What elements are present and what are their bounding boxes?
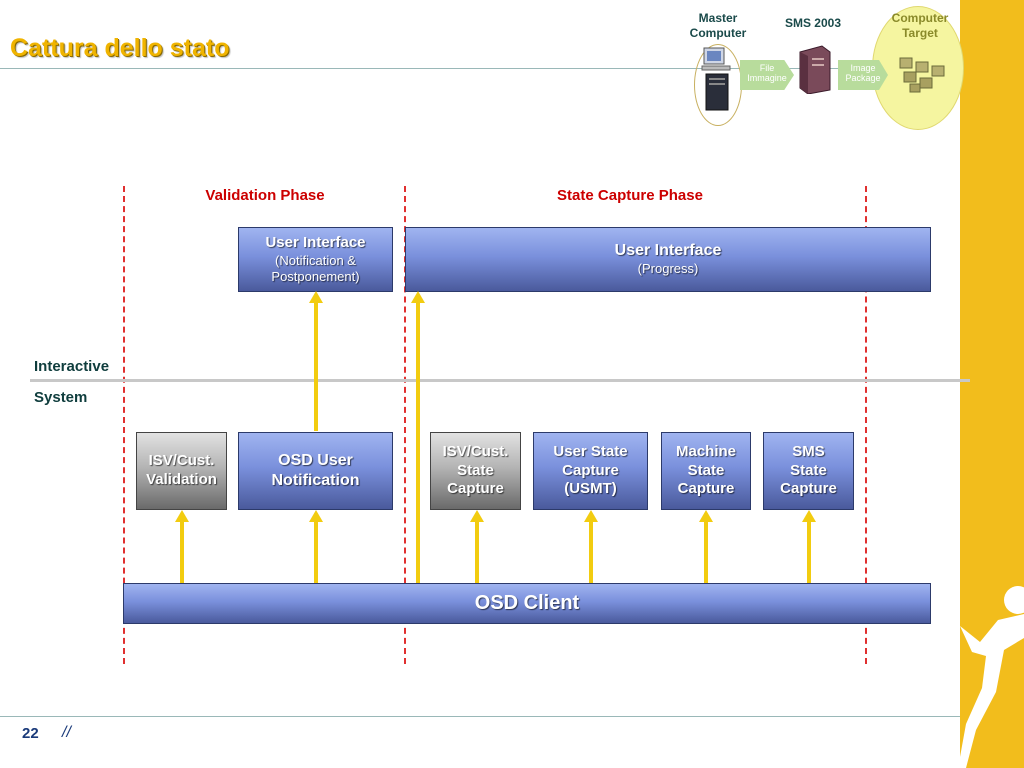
arrow-client-to-isv-state-capture <box>470 510 484 583</box>
isv-state-capture-box: ISV/Cust. State Capture <box>430 432 521 510</box>
arrow-osd-notification-to-ui <box>309 291 323 431</box>
master-computer-label: Master Computer <box>689 11 747 40</box>
system-layer-label: System <box>34 389 88 406</box>
user-state-capture-label: User State Capture (USMT) <box>553 442 628 498</box>
state-capture-phase-label: State Capture Phase <box>557 187 703 204</box>
arrow-client-to-isv-validation <box>175 510 189 583</box>
osd-client-label: OSD Client <box>474 592 580 614</box>
ui-progress-title: User Interface <box>614 242 722 260</box>
osd-client-box: OSD Client <box>123 583 931 624</box>
arrow-client-to-machine-state-capture <box>699 510 713 583</box>
user-interface-progress-box: User Interface (Progress) <box>405 227 931 292</box>
page-number: 22 <box>22 725 39 742</box>
isv-validation-box: ISV/Cust. Validation <box>136 432 227 510</box>
master-computer-icon <box>701 47 731 111</box>
machine-state-capture-box: Machine State Capture <box>661 432 751 510</box>
user-state-capture-box: User State Capture (USMT) <box>533 432 648 510</box>
file-image-chevron: File Immagine <box>740 60 794 90</box>
slide-title: Cattura dello stato <box>10 34 230 62</box>
runner-figure-icon <box>958 586 1024 768</box>
validation-phase-label: Validation Phase <box>205 187 325 204</box>
interactive-layer-label: Interactive <box>34 358 110 375</box>
ui-progress-subtitle: (Progress) <box>637 261 699 277</box>
footer-divider <box>0 716 960 717</box>
isv-state-capture-label: ISV/Cust. State Capture <box>442 442 509 498</box>
sms-state-capture-box: SMS State Capture <box>763 432 854 510</box>
target-computers-icon <box>899 57 945 93</box>
arrow-client-to-user-state-capture <box>584 510 598 583</box>
image-package-chevron: Image Package <box>838 60 888 90</box>
footer-mark: // <box>62 724 71 741</box>
arrow-client-to-osd-notification <box>309 510 323 583</box>
arrow-osd-client-to-ui-progress <box>411 291 425 583</box>
sms-server-icon <box>799 45 831 94</box>
user-interface-notification-box: User Interface (Notification & Postponem… <box>238 227 393 292</box>
osd-user-notification-label: OSD User Notification <box>271 452 360 489</box>
computer-target-label: Computer Target <box>891 11 949 40</box>
interactive-system-separator <box>30 379 970 382</box>
phase-divider-left <box>123 186 125 664</box>
machine-state-capture-label: Machine State Capture <box>675 442 736 498</box>
sms-2003-label: SMS 2003 <box>784 16 842 30</box>
ui-notification-title: User Interface <box>265 233 366 251</box>
isv-validation-label: ISV/Cust. Validation <box>146 452 217 488</box>
phase-divider-right <box>865 186 867 664</box>
osd-user-notification-box: OSD User Notification <box>238 432 393 510</box>
title-divider <box>0 68 960 69</box>
ui-notification-subtitle: (Notification & Postponement) <box>271 252 360 284</box>
sms-state-capture-label: SMS State Capture <box>780 442 837 498</box>
phase-divider-middle <box>404 186 406 664</box>
arrow-client-to-sms-state-capture <box>802 510 816 583</box>
